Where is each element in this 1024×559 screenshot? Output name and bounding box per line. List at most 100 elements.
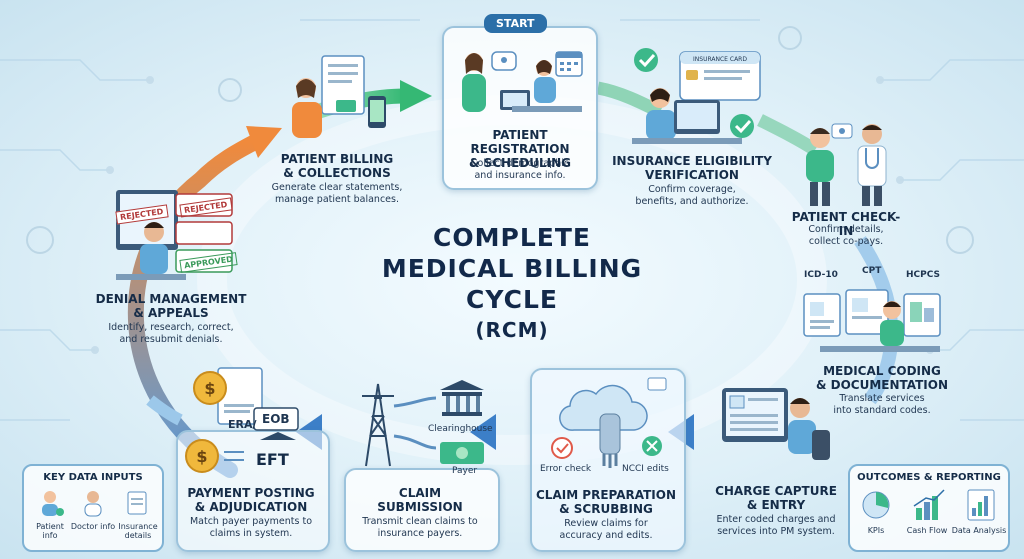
registration-title-line1: PATIENT REGISTRATION [470, 128, 570, 156]
coding-illustration [803, 289, 941, 352]
outcomes-icons [862, 489, 995, 521]
key-input-insurance-line2: details [124, 531, 152, 540]
key-input-doctor: Doctor info [68, 522, 118, 531]
billing-desc: Generate clear statements, manage patien… [258, 182, 416, 205]
eligibility-desc-line1: Confirm coverage, [648, 184, 736, 195]
coding-desc-line1: Translate services [839, 393, 925, 404]
ncci-edits-label: NCCI edits [622, 464, 669, 474]
insurance-card-label: INSURANCE CARD [693, 56, 747, 63]
cash-flow-icon [913, 489, 945, 520]
insurance-icon [127, 491, 147, 515]
patient-icon [42, 491, 64, 516]
doctor-icon [84, 491, 102, 517]
submission-title-line2: SUBMISSION [377, 500, 463, 514]
kpi-icon [862, 491, 890, 519]
center-title-line3: CYCLE [466, 285, 558, 314]
key-input-insurance-line1: Insurance [118, 522, 158, 531]
charge-title-line1: CHARGE CAPTURE [715, 484, 837, 498]
submission-illustration [362, 380, 484, 467]
scrubbing-title-line1: CLAIM PREPARATION [535, 488, 677, 502]
denial-desc-line1: Identify, research, correct, [108, 322, 234, 333]
eft-label: EFT [256, 450, 289, 469]
submission-title: CLAIM SUBMISSION [344, 486, 496, 514]
registration-desc-line2: and insurance info. [474, 169, 566, 181]
posting-title: PAYMENT POSTING & ADJUDICATION [176, 486, 326, 514]
submission-title-line1: CLAIM [398, 486, 442, 500]
center-title: COMPLETE MEDICAL BILLING CYCLE (RCM) [320, 222, 704, 346]
coding-title: MEDICAL CODING & DOCUMENTATION [812, 364, 952, 392]
submission-desc: Transmit clean claims to insurance payer… [344, 516, 496, 539]
key-input-patient-line2: info [42, 531, 58, 540]
error-check-label: Error check [540, 464, 592, 474]
key-inputs-title: KEY DATA INPUTS [43, 472, 143, 483]
billing-title-line2: & COLLECTIONS [283, 166, 391, 180]
eligibility-title-line1: INSURANCE ELIGIBILITY [612, 154, 772, 168]
center-title-line1: COMPLETE [433, 223, 591, 252]
posting-desc-line2: claims in system. [209, 527, 293, 539]
eligibility-desc-line2: benefits, and authorize. [635, 195, 749, 207]
code-cpt: CPT [862, 266, 882, 276]
checkin-title-line1: PATIENT CHECK-IN [791, 210, 901, 238]
eob-label: EOB [262, 412, 290, 426]
denial-title-line1: DENIAL MANAGEMENT [95, 292, 247, 306]
charge-desc: Enter coded charges and services into PM… [706, 514, 846, 537]
key-input-patient-line1: Patient [36, 522, 64, 531]
center-title-line2: MEDICAL BILLING [381, 254, 643, 283]
submission-desc-line2: insurance payers. [377, 527, 463, 539]
scrubbing-desc: Review claims for accuracy and edits. [530, 518, 682, 541]
billing-desc-line1: Generate clear statements, [271, 182, 403, 193]
scrubbing-title-line2: & SCRUBBING [559, 502, 653, 516]
svg-text:$: $ [204, 379, 215, 398]
checkin-desc: Confirm details, collect co-pays. [786, 224, 906, 247]
eligibility-desc: Confirm coverage, benefits, and authoriz… [608, 184, 776, 207]
checkin-desc-line2: collect co-pays. [808, 235, 884, 247]
checkin-title: PATIENT CHECK-IN [786, 210, 906, 238]
billing-illustration [292, 55, 386, 138]
era-label: ERA/ [228, 418, 257, 431]
code-icd10: ICD-10 [804, 270, 838, 280]
key-inputs-panel: KEY DATA INPUTS Patient info Doctor info… [22, 464, 164, 552]
registration-desc: Collect demographic and insurance info. [442, 158, 598, 181]
outcomes-title: OUTCOMES & REPORTING [857, 472, 1001, 483]
eligibility-title: INSURANCE ELIGIBILITY VERIFICATION [608, 154, 776, 182]
posting-illustration: $ $ [185, 367, 299, 473]
coding-title-line2: & DOCUMENTATION [815, 378, 949, 392]
denial-title-line2: & APPEALS [133, 306, 209, 320]
charge-desc-line2: services into PM system. [717, 525, 835, 537]
posting-title-line2: & ADJUDICATION [194, 500, 308, 514]
outcome-cash-flow: Cash Flow [906, 526, 948, 535]
clearinghouse-label: Clearinghouse [428, 424, 493, 434]
checkin-illustration [806, 123, 887, 206]
key-input-patient: Patient info [28, 522, 72, 540]
center-title-line4: (RCM) [475, 318, 549, 342]
scrubbing-desc-line2: accuracy and edits. [559, 529, 653, 541]
registration-title-line2: & SCHEDULING [468, 156, 572, 170]
billing-title: PATIENT BILLING & COLLECTIONS [262, 152, 412, 180]
payer-label: Payer [452, 466, 478, 476]
outcomes-panel: OUTCOMES & REPORTING KPIs Cash Flow Data… [848, 464, 1010, 552]
outcome-kpis: KPIs [867, 526, 885, 535]
scrubbing-title: CLAIM PREPARATION & SCRUBBING [530, 488, 682, 516]
coding-desc-line2: into standard codes. [833, 404, 931, 416]
charge-illustration [722, 388, 830, 460]
charge-title: CHARGE CAPTURE & ENTRY [706, 484, 846, 512]
posting-desc-line1: Match payer payments to [189, 516, 313, 527]
denial-desc: Identify, research, correct, and resubmi… [78, 322, 264, 345]
key-input-insurance: Insurance details [116, 522, 160, 540]
code-hcpcs: HCPCS [906, 270, 940, 280]
submission-desc-line1: Transmit clean claims to [362, 516, 478, 527]
checkin-desc-line1: Confirm details, [808, 224, 884, 235]
key-input-doctor-line1: Doctor info [70, 522, 116, 531]
svg-text:$: $ [196, 447, 207, 466]
charge-desc-line1: Enter coded charges and [716, 514, 836, 525]
submission-card [344, 468, 500, 552]
eligibility-illustration: INSURANCE CARD [632, 48, 761, 144]
posting-desc: Match payer payments to claims in system… [176, 516, 326, 539]
outcome-data-analysis: Data Analysis [951, 526, 1007, 535]
charge-title-line2: & ENTRY [746, 498, 806, 512]
registration-illustration [462, 51, 583, 112]
registration-desc-line1: Collect demographic [470, 158, 570, 169]
start-badge: START [484, 14, 547, 33]
scrubbing-illustration [551, 377, 667, 468]
data-analysis-icon [967, 489, 995, 521]
